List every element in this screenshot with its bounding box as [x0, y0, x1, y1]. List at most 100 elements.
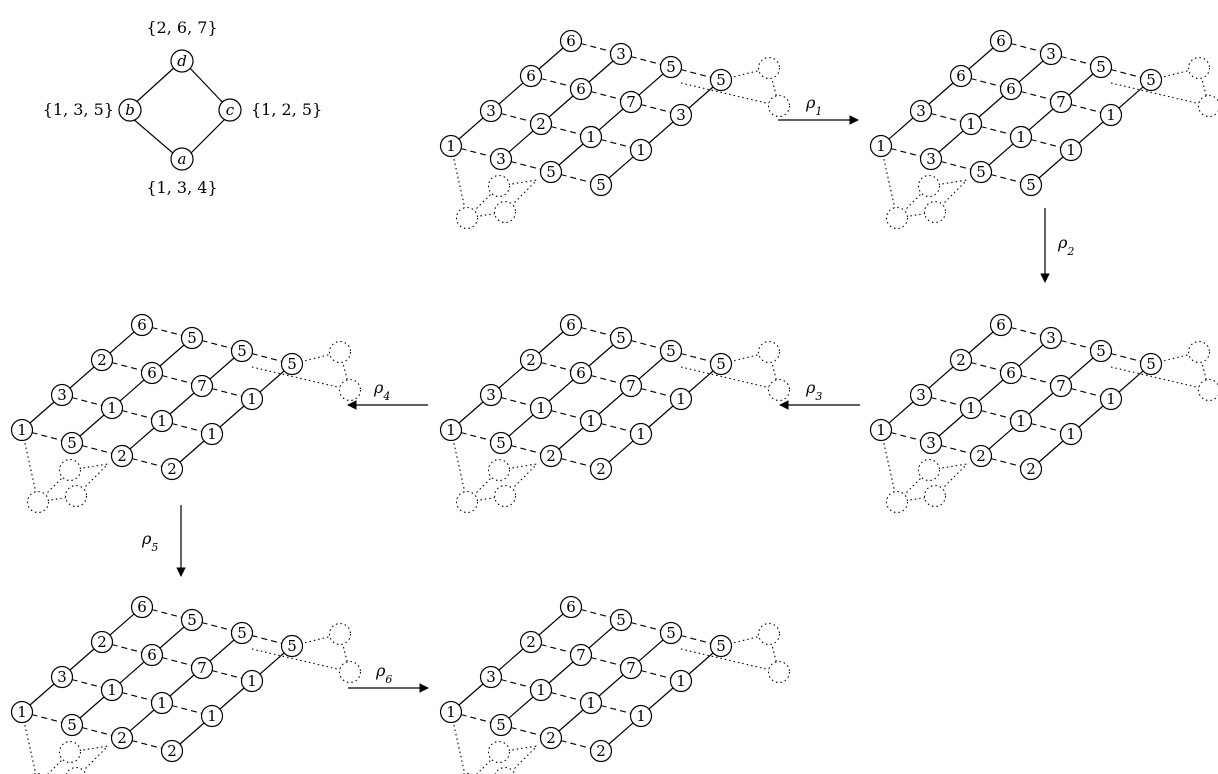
- grid-node: [539, 726, 563, 750]
- grid-node: [180, 326, 204, 350]
- grid-node-value: 7: [576, 646, 586, 664]
- poset-node-c: [218, 98, 242, 122]
- grid-hidden-node: [885, 490, 909, 514]
- grid-node-value: 6: [996, 316, 1006, 334]
- grid-node: [160, 739, 184, 763]
- grid-node: [90, 630, 114, 654]
- grid-node: [479, 99, 503, 123]
- grid-node: [919, 431, 943, 455]
- grid-dotted-edge: [880, 429, 898, 503]
- grid-node: [1059, 422, 1083, 446]
- grid-node: [869, 134, 893, 158]
- grid-node: [559, 29, 583, 53]
- grid-dotted-edge: [504, 179, 538, 213]
- grid-node-value: 2: [976, 447, 986, 465]
- grid-node-value: 3: [1046, 329, 1056, 347]
- grid-node: [190, 374, 214, 398]
- grid-node-value: 1: [17, 703, 27, 721]
- grid-dotted-edge: [450, 711, 466, 774]
- grid-node: [1009, 125, 1033, 149]
- grid-node: [519, 348, 543, 372]
- grid-dotted-edge: [504, 463, 538, 497]
- grid-node: [1039, 326, 1063, 350]
- grid-node-value: 5: [616, 611, 626, 629]
- grid-hidden-node: [487, 458, 511, 482]
- grid-node-value: 6: [526, 67, 536, 85]
- grid-node-value: 1: [446, 137, 456, 155]
- grid-node: [190, 656, 214, 680]
- grid-node-value: 1: [107, 681, 117, 699]
- grid-dotted-edge: [466, 185, 500, 219]
- arrow-rho6-label: ρ6: [375, 661, 392, 686]
- grid-node: [489, 147, 513, 171]
- grid-node-value: 7: [626, 93, 636, 111]
- grid-node-value: 2: [167, 742, 177, 760]
- arrow-rho6: ρ6: [348, 661, 429, 693]
- grid-node-value: 3: [486, 386, 496, 404]
- grid-node: [1009, 409, 1033, 433]
- grid-node: [559, 595, 583, 619]
- grid-node: [479, 383, 503, 407]
- grid-node: [589, 457, 613, 481]
- grid-dotted-edge: [680, 366, 780, 391]
- poset-diagram: d b c a {2, 6, 7} {1, 3, 5} {1, 2, 5} {1…: [43, 18, 323, 197]
- grid-hidden-node: [328, 340, 352, 364]
- grid-hidden-node: [757, 56, 781, 80]
- grid-hidden-node: [885, 206, 909, 230]
- grid-node-value: 5: [67, 716, 77, 734]
- grid-node-value: 5: [237, 342, 247, 360]
- grid-node-value: 5: [1096, 58, 1106, 76]
- grid-node: [60, 713, 84, 737]
- grid-node-value: 1: [586, 694, 596, 712]
- grid-node: [240, 669, 264, 693]
- grid-node-value: 1: [1016, 128, 1026, 146]
- grid-hidden-node: [767, 660, 791, 684]
- grid-dotted-edge: [1110, 82, 1210, 107]
- grid-node: [1089, 339, 1113, 363]
- grid-dotted-edge: [934, 179, 968, 213]
- grid-hidden-node: [487, 174, 511, 198]
- grid-node: [629, 704, 653, 728]
- grid-node-value: 5: [666, 624, 676, 642]
- grid-node: [1099, 387, 1123, 411]
- grid-node: [519, 64, 543, 88]
- grid-node: [489, 431, 513, 455]
- grid-node-value: 2: [167, 460, 177, 478]
- grid-node-value: 6: [137, 316, 147, 334]
- grid-node: [579, 691, 603, 715]
- grid-node: [150, 691, 174, 715]
- grid-hidden-node: [58, 740, 82, 764]
- grid-node-value: 1: [207, 425, 217, 443]
- grid-node-value: 3: [57, 668, 67, 686]
- grid-dotted-edge: [251, 366, 351, 391]
- grid-node: [10, 700, 34, 724]
- grid-node: [230, 621, 254, 645]
- grid-dotted-edge: [680, 648, 780, 673]
- grid-node: [909, 99, 933, 123]
- grid-node-value: 5: [187, 611, 197, 629]
- grid-node: [529, 112, 553, 136]
- grid-dotted-edge: [680, 82, 780, 107]
- grid-node: [180, 608, 204, 632]
- grid-node-value: 7: [626, 377, 636, 395]
- grid-node-value: 5: [616, 329, 626, 347]
- grid-node: [1019, 457, 1043, 481]
- grid-node: [100, 678, 124, 702]
- grid-node: [60, 431, 84, 455]
- grid-hidden-node: [338, 660, 362, 684]
- grid-node-value: 3: [616, 45, 626, 63]
- grid-node: [1139, 68, 1163, 92]
- grid-node: [959, 112, 983, 136]
- grid-hidden-node: [923, 200, 947, 224]
- grid-node-value: 3: [1046, 45, 1056, 63]
- poset-set-b: {1, 3, 5}: [43, 100, 114, 119]
- grid-node-value: 5: [716, 355, 726, 373]
- grid-node: [130, 595, 154, 619]
- grid-node-value: 5: [1146, 355, 1156, 373]
- grid-node-value: 3: [916, 102, 926, 120]
- grid-node-value: 1: [586, 128, 596, 146]
- grid-node: [569, 361, 593, 385]
